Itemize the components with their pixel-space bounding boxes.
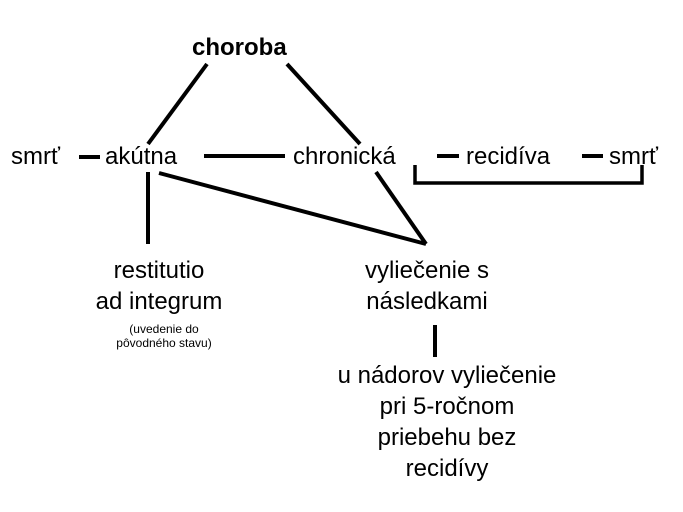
restitutio-note-line1: (uvedenie do [129,322,199,336]
edge-choroba-akutna [146,62,209,146]
node-chronicka: chronická [293,143,396,170]
nador-line3: priebehu bez [377,424,517,451]
node-smrt-left: smrť [11,143,60,170]
restitutio-line1: restitutio [113,257,205,284]
node-choroba: choroba [192,34,287,61]
node-nador: u nádorov vyliečenie pri 5-ročnom priebe… [297,360,597,484]
restitutio-note-line2: pôvodného stavu) [116,336,212,350]
node-recidiva: recidíva [466,143,551,170]
node-akutna: akútna [105,143,178,170]
edge-choroba-chronicka [285,62,362,146]
edge-chronicka-vyliecenie [374,170,428,246]
node-vyliecenie: vyliečenie s následkami [327,255,527,317]
bracket-chronicka-smrt [413,165,644,185]
node-smrt-right: smrť [609,143,658,170]
node-restitutio: restitutio ad integrum [59,255,259,317]
restitutio-line2: ad integrum [95,288,223,315]
edge-akutna-vyliecenie [158,171,427,246]
restitutio-note: (uvedenie do pôvodného stavu) [94,322,234,350]
vyliecenie-line2: následkami [366,288,488,315]
nador-line1: u nádorov vyliečenie [337,362,557,389]
nador-line2: pri 5-ročnom [379,393,515,420]
nador-line4: recidívy [405,455,489,482]
vyliecenie-line1: vyliečenie s [364,257,490,284]
